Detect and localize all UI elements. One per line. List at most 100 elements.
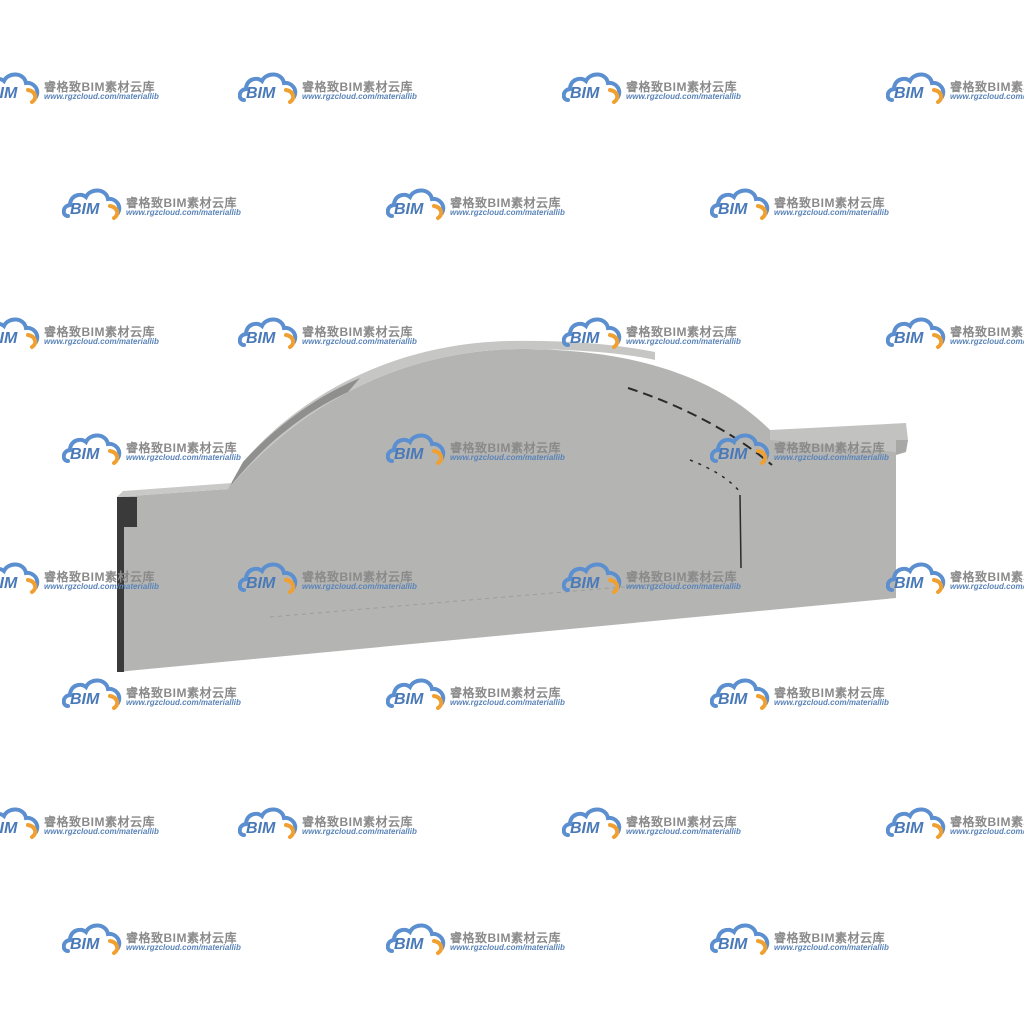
brand-url-text: www.rgzcloud.com/materiallib [774,698,889,707]
brand-url-text: www.rgzcloud.com/materiallib [950,827,1024,836]
cloud-logo-icon [386,433,446,465]
cloud-logo-icon [238,807,298,839]
cloud-logo-icon [562,317,622,349]
wall-end-cap [117,497,137,672]
arch-inner-curve [627,387,773,466]
brand-name-text: 睿格致BIM素材云库 [302,570,413,584]
brand-name-text: 睿格致BIM素材云库 [950,325,1024,339]
brand-url-text: www.rgzcloud.com/materiallib [126,698,241,707]
brand-name-text: 睿格致BIM素材云库 [44,815,155,829]
brand-url-text: www.rgzcloud.com/materiallib [626,92,741,101]
brand-name-text: 睿格致BIM素材云库 [302,815,413,829]
logo-bim-text: BIM [0,85,18,102]
cloud-logo-icon [710,678,770,710]
brand-name-text: 睿格致BIM素材云库 [44,325,155,339]
arch-shadow-edge [228,378,360,489]
cloud-logo-icon [62,678,122,710]
cloud-logo-icon [238,72,298,104]
logo-bim-text: BIM [718,201,748,218]
logo-bim-text: BIM [70,201,100,218]
logo-bim-text: BIM [894,330,924,347]
watermark: BIM睿格致BIM素材云库www.rgzcloud.com/materialli… [0,70,180,110]
brand-name-text: 睿格致BIM素材云库 [44,570,155,584]
cloud-logo-icon [562,562,622,594]
brand-url-text: www.rgzcloud.com/materiallib [44,827,159,836]
logo-bim-text: BIM [70,691,100,708]
brand-name-text: 睿格致BIM素材云库 [774,686,885,700]
cloud-logo-icon [238,562,298,594]
cloud-logo-icon [0,72,40,104]
brand-url-text: www.rgzcloud.com/materiallib [302,827,417,836]
brand-url-text: www.rgzcloud.com/materiallib [626,582,741,591]
watermark: BIM 睿格致BIM素材云库www.rgzcloud.com/materialli… [886,315,1024,355]
logo-bim-text: BIM [394,446,424,463]
cloud-logo-icon [710,923,770,955]
watermark: BIM睿格致BIM素材云库www.rgzcloud.com/materialli… [0,560,180,600]
cloud-logo-icon [386,678,446,710]
brand-url-text: www.rgzcloud.com/materiallib [450,698,565,707]
right-wall-end [896,440,908,455]
logo-bim-text: BIM [70,936,100,953]
brand-url-text: www.rgzcloud.com/materiallib [126,208,241,217]
logo-bim-text: BIM [70,446,100,463]
brand-name-text: 睿格致BIM素材云库 [450,931,561,945]
cloud-logo-icon [886,807,946,839]
logo-bim-text: BIM [394,691,424,708]
brand-name-text: 睿格致BIM素材云库 [450,686,561,700]
brand-url-text: www.rgzcloud.com/materiallib [626,337,741,346]
brand-name-text: 睿格致BIM素材云库 [44,80,155,94]
faint-base-line [269,576,741,618]
brand-name-text: 睿格致BIM素材云库 [950,570,1024,584]
brand-name-text: 睿格致BIM素材云库 [126,196,237,210]
logo-bim-text: BIM [718,446,748,463]
brand-name-text: 睿格致BIM素材云库 [450,441,561,455]
cloud-logo-icon [62,188,122,220]
cloud-logo-icon [62,923,122,955]
cloud-logo-icon [886,72,946,104]
cloud-logo-icon [562,807,622,839]
cloud-logo-icon [0,562,40,594]
cloud-logo-icon [62,433,122,465]
brand-url-text: www.rgzcloud.com/materiallib [450,208,565,217]
brand-name-text: 睿格致BIM素材云库 [126,441,237,455]
brand-name-text: 睿格致BIM素材云库 [302,325,413,339]
logo-bim-text: BIM [246,575,276,592]
watermark: BIM睿格致BIM素材云库www.rgzcloud.com/materialli… [886,560,1024,600]
right-wall-top [770,423,908,452]
brand-name-text: 睿格致BIM素材云库 [950,80,1024,94]
brand-url-text: www.rgzcloud.com/materiallib [126,453,241,462]
left-wall-top [117,483,232,497]
arch-inner-curve-secondary [689,459,741,493]
logo-bim-text: BIM [894,575,924,592]
brand-url-text: www.rgzcloud.com/materiallib [626,827,741,836]
logo-bim-text: BIM [718,936,748,953]
logo-bim-text: BIM [246,85,276,102]
brand-name-text: 睿格致BIM素材云库 [302,80,413,94]
brand-url-text: www.rgzcloud.com/materiallib [126,943,241,952]
logo-bim-text: BIM [0,330,18,347]
brand-url-text: www.rgzcloud.com/materiallib [302,337,417,346]
cloud-logo-icon [238,317,298,349]
brand-name-text: 睿格致BIM素材云库 [450,196,561,210]
cloud-logo-icon [886,317,946,349]
logo-bim-text: BIM [246,820,276,837]
cloud-logo-icon [386,923,446,955]
brand-url-text: www.rgzcloud.com/materiallib [950,337,1024,346]
watermark: BIM睿格致BIM素材云库www.rgzcloud.com/materialli… [0,315,180,355]
brand-url-text: www.rgzcloud.com/materiallib [302,582,417,591]
